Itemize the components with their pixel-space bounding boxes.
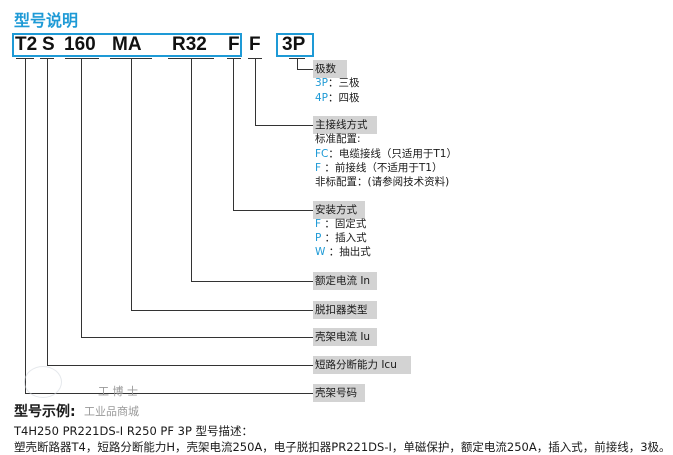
code-box-main (12, 33, 242, 57)
terminal-std-title: 标准配置: (315, 133, 361, 145)
connector-terminal-v (255, 58, 256, 125)
connector-terminal-h (255, 125, 313, 126)
connector-breaking-v (47, 58, 48, 365)
example-line-1: T4H250 PR221DS-I R250 PF 3P 型号描述： (14, 424, 254, 438)
label-frame-current: 壳架电流 Iu (313, 328, 377, 346)
option-fc: FC：电缆接线（只适用于T1） (315, 147, 457, 162)
option-f-front-key: F (315, 162, 322, 174)
code-release: MA (112, 34, 142, 55)
option-withdrawable: W ：抽出式 (315, 245, 371, 260)
watermark-sub: 工业品商城 (84, 405, 139, 418)
code-current: R32 (172, 34, 207, 55)
option-plugin-text: ：插入式 (321, 232, 367, 244)
underline-frame (65, 58, 99, 59)
option-fc-text: ：电缆接线（只适用于T1） (328, 148, 457, 160)
connector-frame-v (81, 58, 82, 337)
connector-breaking-h (47, 365, 313, 366)
option-4p: 4P：四极 (315, 91, 360, 106)
label-breaking-capacity: 短路分断能力 Icu (313, 356, 411, 374)
option-fc-key: FC (315, 148, 329, 160)
code-mounting: F (228, 34, 240, 55)
label-mounting: 安装方式 (313, 201, 365, 219)
label-terminal: 主接线方式 (313, 116, 377, 134)
connector-frame-h (81, 337, 313, 338)
option-withdrawable-text: ：抽出式 (325, 246, 371, 258)
option-f-front-text: ：前接线（不适用于T1） (321, 162, 443, 174)
option-plugin: P ：插入式 (315, 231, 367, 246)
label-poles: 极数 (313, 60, 347, 78)
connector-series-v (25, 58, 26, 393)
watermark-logo-icon (24, 366, 62, 398)
option-3p: 3P：三极 (315, 76, 360, 91)
option-f-front: F ：前接线（不适用于T1） (315, 161, 442, 176)
code-breaking: S (42, 34, 55, 55)
label-release-type: 脱扣器类型 (313, 301, 377, 319)
label-rated-current: 额定电流 In (313, 272, 377, 290)
code-terminal: F (249, 34, 261, 55)
option-fixed-key: F (315, 218, 322, 230)
code-series: T2 (15, 34, 38, 55)
label-frame-code: 壳架号码 (313, 384, 365, 402)
code-poles: 3P (282, 34, 306, 55)
connector-mounting-v (233, 58, 234, 210)
page-title: 型号说明 (14, 11, 79, 30)
underline-mounting (227, 58, 241, 59)
terminal-nonstd: 非标配置：(请参阅技术资料) (315, 176, 450, 188)
option-plugin-key: P (315, 232, 322, 244)
option-4p-key: 4P (315, 92, 329, 104)
option-4p-text: ：四极 (328, 92, 360, 104)
code-frame: 160 (64, 34, 96, 55)
option-fixed: F ：固定式 (315, 217, 366, 232)
option-withdrawable-key: W (315, 246, 326, 258)
example-title: 型号示例: (14, 404, 76, 420)
example-line-2: 塑壳断路器T4，短路分断能力H，壳架电流250A，电子脱扣器PR221DS-I，… (14, 440, 671, 454)
connector-poles-v (297, 58, 298, 69)
option-fixed-text: ：固定式 (321, 218, 367, 230)
connector-poles-h (297, 69, 313, 70)
connector-series-h (25, 393, 313, 394)
connector-release-h (131, 310, 313, 311)
watermark-brand: 工 博 士 (98, 385, 138, 398)
connector-mounting-h (233, 210, 313, 211)
connector-current-v (191, 58, 192, 281)
option-3p-key: 3P (315, 77, 329, 89)
code-box-poles (276, 33, 314, 57)
connector-current-h (191, 281, 313, 282)
connector-release-v (131, 58, 132, 310)
option-3p-text: ：三极 (328, 77, 360, 89)
